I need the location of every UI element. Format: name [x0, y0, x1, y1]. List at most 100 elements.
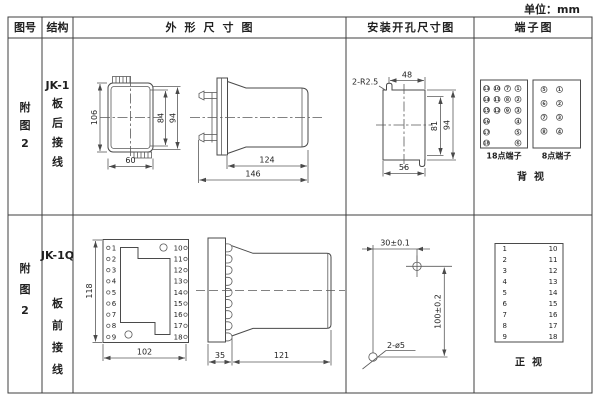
terminal-circle — [540, 86, 548, 93]
terminal-bump — [225, 299, 233, 308]
terminal-number: 13 — [483, 86, 489, 92]
row1-view-label: 背视 — [517, 170, 551, 183]
terminal-pin-circle — [106, 245, 111, 250]
terminal-pin-circle — [106, 323, 111, 328]
terminal-pin-circle — [106, 334, 111, 340]
terminal-pin-circle — [183, 279, 188, 284]
dim-102-label: 102 — [137, 348, 152, 357]
terminal-list-number: 4 — [503, 278, 508, 286]
terminal-pin-circle — [183, 256, 188, 262]
terminal-number: 2 — [516, 97, 519, 103]
terminal-number: 6 — [516, 141, 519, 147]
terminal-number: 5 — [542, 87, 545, 93]
terminal-number: 1 — [516, 86, 519, 92]
header-fig-no: 图号 — [14, 21, 36, 34]
terminal-number: 2 — [558, 101, 561, 107]
dim-124-label: 124 — [259, 156, 274, 165]
terminal-list-number: 13 — [549, 278, 558, 286]
terminal-bump — [225, 265, 233, 275]
terminal-pin-number: 12 — [174, 267, 183, 275]
terminal-pin-circle — [106, 279, 111, 284]
terminal-circle — [504, 96, 511, 103]
terminal-list-number: 10 — [549, 245, 558, 253]
terminal-circle — [483, 96, 490, 103]
row2-wiring: 板前接线 — [52, 296, 64, 376]
terminal-number: 3 — [558, 115, 561, 121]
row2-view-label: 正视 — [515, 356, 549, 369]
row1-model: JK-1 — [45, 79, 70, 92]
terminal-pin-number: 15 — [174, 300, 183, 308]
terminal-list-number: 11 — [549, 256, 558, 264]
terminal-list-number: 17 — [549, 322, 558, 330]
row2-mounting-diagram: 30±0.1 100±0.2 2-ø5 — [362, 239, 452, 370]
terminal-circle — [483, 128, 490, 136]
terminal-number: 4 — [558, 129, 561, 135]
dim-94-label: 94 — [169, 113, 178, 123]
dim-146-label: 146 — [245, 170, 260, 179]
terminal-number: 14 — [483, 97, 489, 103]
terminal-circle — [504, 85, 511, 92]
terminal-pin-number: 13 — [174, 278, 183, 286]
terminal-number: 11 — [494, 97, 500, 103]
terminal-circle — [540, 127, 548, 135]
terminal-circle — [556, 113, 563, 121]
dim-48-label: 48 — [402, 71, 412, 80]
terminal-pin-number: 5 — [112, 289, 116, 297]
terminal-circle — [556, 127, 563, 135]
terminal-pin-circle — [183, 245, 188, 250]
terminal-list-number: 6 — [503, 300, 508, 308]
terminal-pin-number: 6 — [112, 300, 117, 308]
row1-side-view: 124 146 — [190, 77, 322, 183]
terminal-number: 7 — [542, 115, 545, 121]
terminal-circle — [540, 113, 548, 121]
terminal-pin-circle — [183, 268, 188, 273]
terminal-pin-circle — [183, 290, 188, 295]
terminal-number: 15 — [483, 108, 489, 114]
terminal-number: 10 — [494, 86, 500, 92]
terminal-pin-circle — [183, 312, 188, 317]
terminal-circle — [540, 100, 548, 107]
terminal-circle — [514, 96, 522, 103]
terminal-list-number: 1 — [503, 245, 507, 253]
dim-100-label: 100±0.2 — [434, 294, 443, 329]
terminal-8pt-label: 8点端子 — [542, 151, 572, 161]
terminal-bump — [225, 243, 233, 253]
terminal-list-number: 14 — [549, 289, 558, 297]
row1-wiring: 板后接线 — [52, 96, 64, 169]
terminal-pin-circle — [183, 323, 188, 328]
terminal-number: 8 — [506, 97, 509, 103]
terminal-number: 8 — [542, 129, 545, 135]
row1-mounting-diagram: 48 2-R2.5 81 94 56 — [352, 71, 456, 177]
dim-35-label: 35 — [215, 351, 225, 360]
dim-118-label: 118 — [85, 283, 94, 298]
row1-front-view: 106 84 94 60 — [90, 76, 181, 170]
dim-81-label: 81 — [430, 121, 439, 131]
terminal-number: 6 — [542, 101, 545, 107]
terminal-list-number: 2 — [503, 256, 507, 264]
terminal-circle — [493, 96, 501, 103]
terminal-circle — [514, 117, 522, 125]
terminal-number: 5 — [516, 130, 519, 136]
terminal-pin-circle — [183, 301, 188, 306]
dim-121-label: 121 — [274, 351, 289, 360]
terminal-bump — [225, 321, 233, 331]
terminal-pin-number: 17 — [174, 322, 183, 330]
terminal-list-number: 3 — [503, 267, 507, 275]
terminal-pin-circle — [106, 290, 111, 295]
dim-94b-label: 94 — [443, 120, 452, 130]
terminal-pin-number: 1 — [112, 244, 116, 252]
terminal-pin-number: 4 — [112, 278, 117, 286]
dim-30-label: 30±0.1 — [380, 239, 410, 248]
terminal-number: 7 — [506, 86, 509, 92]
terminal-pin-number: 18 — [174, 333, 183, 341]
terminal-circle — [483, 117, 490, 125]
slot-radius-label: 2-R2.5 — [352, 78, 378, 87]
